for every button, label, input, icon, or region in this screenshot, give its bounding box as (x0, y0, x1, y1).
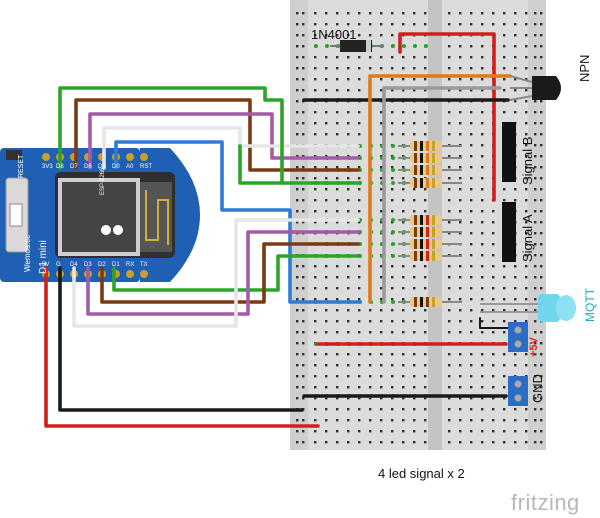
wire-green-top (58, 86, 272, 170)
wire-purple-bot (86, 230, 360, 316)
wire-brown-top (74, 98, 360, 172)
wire-black-gnd (58, 266, 304, 412)
pin-label: A0 (126, 164, 134, 170)
reset-button-label: RESET (18, 154, 25, 178)
wire-purple-top (88, 112, 360, 170)
wire-green-top2 (268, 98, 362, 185)
pin-label: 5V (42, 262, 50, 268)
mqtt-label: MQTT (583, 288, 597, 322)
resistor (398, 239, 462, 249)
gnd-label: GND (530, 374, 545, 403)
pin-label: D0 (112, 164, 120, 170)
board-brand: Wemos.cc (23, 234, 32, 272)
npn-label: NPN (577, 54, 592, 82)
board-name: D1 mini (38, 240, 49, 274)
resistor (398, 141, 462, 151)
fritzing-logo: fritzing (511, 490, 580, 515)
header-signal-a (502, 202, 516, 262)
wire-red-5v (44, 266, 320, 428)
pin-label: G (56, 262, 61, 268)
pin-label: D7 (70, 164, 78, 170)
plus5v-label: +5V (528, 337, 540, 357)
terminal-5v (508, 322, 528, 352)
signal-b-label: Signal B (520, 136, 535, 185)
wire-blue (114, 140, 362, 304)
pin-label: RST (140, 164, 152, 170)
pin-label: D3 (84, 262, 92, 268)
pin-label: D2 (98, 262, 106, 268)
header-signal-b (502, 122, 516, 182)
mqtt-led (480, 294, 576, 322)
wire-red-top (398, 32, 496, 202)
resistor (398, 178, 462, 188)
resistor (398, 251, 462, 261)
caption: 4 led signal x 2 (378, 466, 465, 481)
npn-transistor (509, 75, 561, 101)
wire-white-top (102, 126, 360, 170)
diode-1n4001 (330, 40, 384, 52)
pin-label: TX (140, 262, 148, 268)
pin-label: RX (126, 262, 135, 268)
terminal-gnd (508, 376, 528, 406)
wire-green-bot (112, 254, 360, 292)
wire-brown-bot (100, 242, 360, 304)
pin-label: D8 (56, 164, 64, 170)
pin-label: 3V3 (42, 164, 53, 170)
resistor (398, 153, 462, 163)
pin-label: D5 (98, 164, 106, 170)
resistor (398, 227, 462, 237)
d1-mini-board (0, 148, 200, 282)
signal-a-label: Signal A (520, 214, 535, 262)
resistor (398, 297, 462, 307)
pin-label: D1 (112, 262, 120, 268)
diode-label: 1N4001 (311, 27, 357, 42)
pin-label: D6 (84, 164, 92, 170)
resistor (398, 165, 462, 175)
wire-orange (368, 74, 512, 304)
wire-gray (382, 86, 502, 304)
wire-mqtt-led (479, 317, 511, 329)
wire-white-bot (72, 218, 360, 328)
resistor (398, 215, 462, 225)
wire-green-h (238, 144, 284, 185)
pin-label: D4 (70, 262, 78, 268)
